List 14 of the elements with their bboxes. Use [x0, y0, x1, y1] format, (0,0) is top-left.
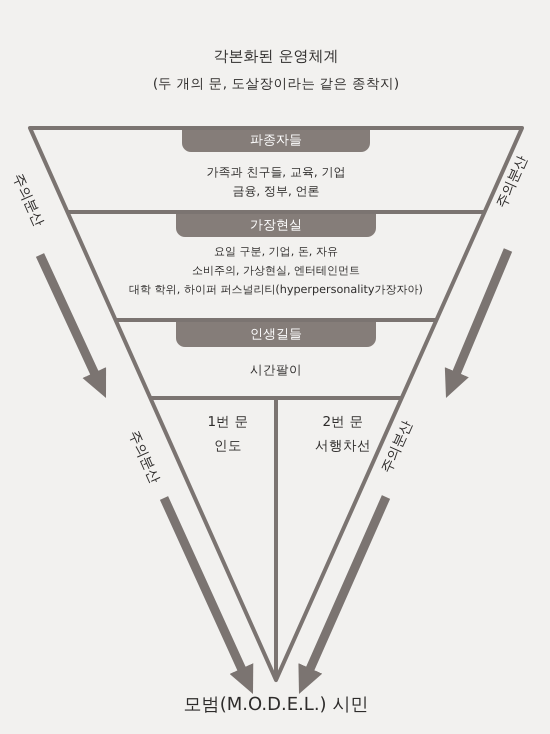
- section-text: 요일 구분, 기업, 돈, 자유 소비주의, 가상현실, 엔터테인먼트 대학 학위, 하이퍼 퍼스널리티(hyperpersonality가장자아): [129, 244, 423, 298]
- door-label: 2번 문 서행차선: [315, 410, 371, 458]
- funnel-section: [149, 322, 403, 400]
- section-heading: 파종자들: [182, 130, 370, 152]
- door-label: 1번 문 인도: [208, 410, 248, 458]
- funnel-section: [66, 130, 486, 214]
- subtitle: (두 개의 문, 도살장이라는 같은 종착지): [152, 75, 400, 93]
- result-label: 모범(M.O.D.E.L.) 시민: [184, 694, 368, 716]
- section-text: 가족과 친구들, 교육, 기업 금융, 정부, 언론: [206, 164, 346, 200]
- section-heading: 가장현실: [176, 214, 376, 237]
- diagram-title: 각본화된 운영체계: [214, 46, 338, 66]
- section-text: 시간팔이: [250, 361, 302, 379]
- funnel-section: [114, 214, 438, 322]
- section-heading: 인생길들: [176, 322, 376, 347]
